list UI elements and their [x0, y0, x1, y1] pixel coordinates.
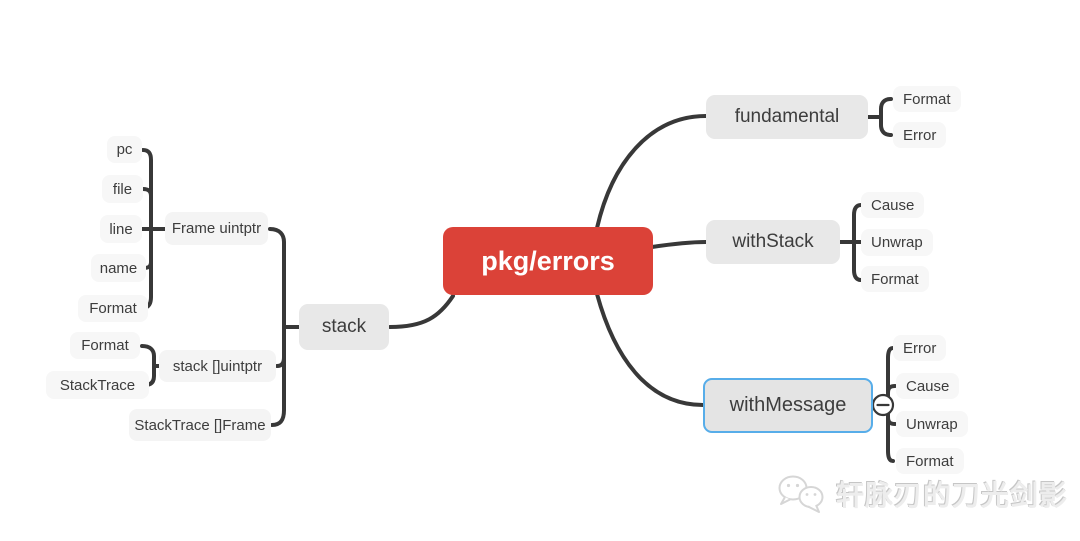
leaf-withstack-unwrap[interactable]: Unwrap — [861, 229, 933, 256]
wechat-icon — [778, 475, 824, 513]
leaf-withmessage-cause[interactable]: Cause — [896, 373, 960, 399]
leaf-fundamental-format[interactable]: Format — [893, 86, 961, 112]
leaf-withmessage-unwrap[interactable]: Unwrap — [896, 411, 968, 437]
leaf-stackslice-format[interactable]: Format — [70, 332, 140, 359]
leaf-withstack-format[interactable]: Format — [861, 266, 929, 292]
leaf-fundamental-error[interactable]: Error — [893, 122, 947, 148]
watermark-text: 轩脉刃的刀光剑影 — [836, 479, 1069, 512]
leaf-frame-format[interactable]: Format — [78, 295, 148, 322]
branch-stack[interactable]: stack — [299, 304, 389, 350]
node-stack-uintptr[interactable]: stack []uintptr — [159, 350, 276, 382]
leaf-frame-name[interactable]: name — [91, 254, 146, 282]
leaf-stackslice-stacktrace[interactable]: StackTrace — [46, 371, 149, 399]
leaf-withstack-cause[interactable]: Cause — [861, 192, 925, 218]
root-node-pkg-errors[interactable]: pkg/errors — [443, 227, 653, 295]
branch-fundamental[interactable]: fundamental — [706, 95, 868, 139]
collapse-button[interactable] — [871, 393, 895, 417]
watermark: 轩脉刃的刀光剑影 — [776, 472, 1068, 516]
leaf-frame-pc[interactable]: pc — [107, 136, 142, 163]
leaf-frame-file[interactable]: file — [102, 175, 143, 203]
leaf-withmessage-error[interactable]: Error — [893, 335, 947, 361]
leaf-frame-line[interactable]: line — [100, 215, 142, 243]
node-frame-uintptr[interactable]: Frame uintptr — [165, 212, 268, 245]
branch-withmessage[interactable]: withMessage — [703, 378, 873, 433]
leaf-withmessage-format[interactable]: Format — [896, 448, 964, 474]
node-stacktrace-frame[interactable]: StackTrace []Frame — [129, 409, 271, 441]
branch-withstack[interactable]: withStack — [706, 220, 840, 264]
